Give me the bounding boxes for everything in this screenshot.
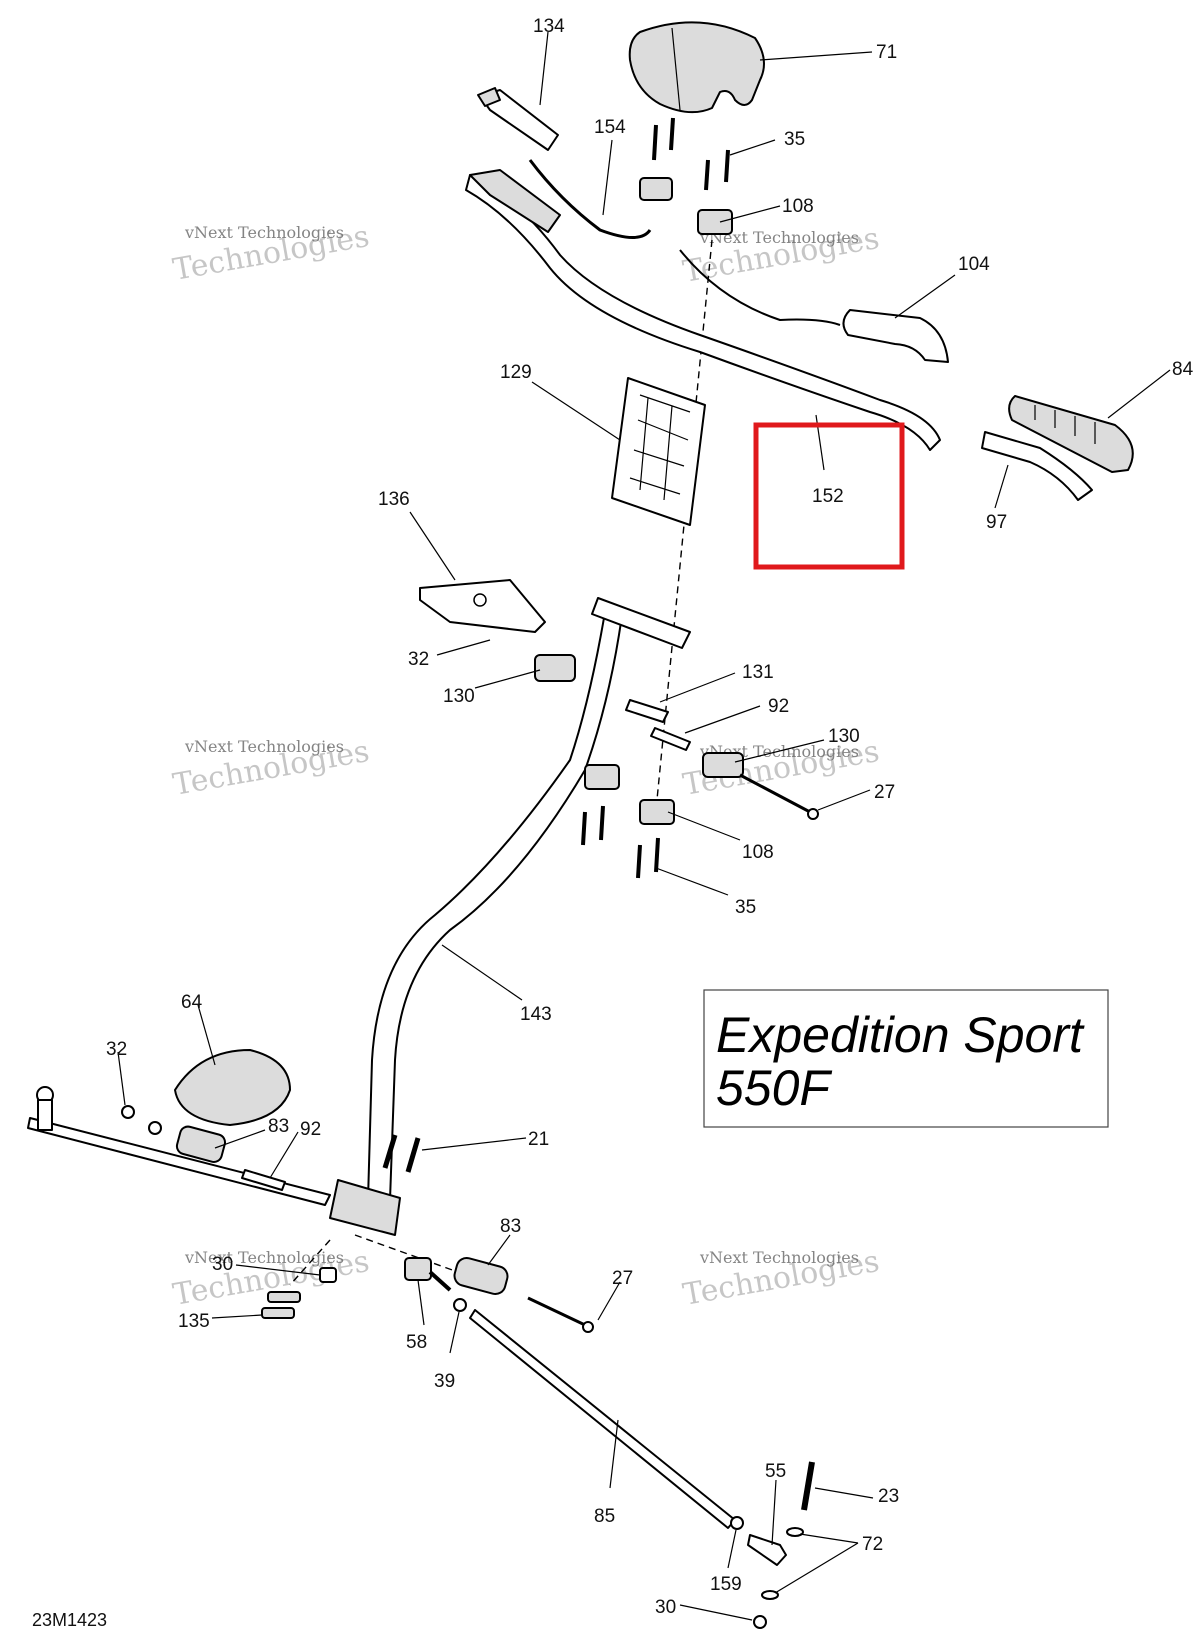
callout-97: 97: [986, 512, 1007, 533]
callout-135: 135: [178, 1311, 210, 1332]
diagram-id: 23M1423: [32, 1610, 107, 1630]
plate-136: [419, 579, 546, 633]
callout-35: 35: [735, 897, 756, 918]
callout-84: 84: [1172, 359, 1194, 380]
rod-92-lower: [241, 1169, 286, 1191]
callout-108: 108: [782, 196, 814, 217]
model-line-2: 550F: [716, 1060, 832, 1116]
callout-130: 130: [443, 686, 475, 707]
callout-131: 131: [742, 662, 774, 683]
watermark-text: vNext Technologies: [184, 737, 344, 756]
callout-129: 129: [500, 362, 532, 383]
bolts-21: [382, 1134, 421, 1173]
callout-35: 35: [784, 129, 805, 150]
highlight-box: [753, 422, 905, 570]
rod-92-upper: [650, 727, 691, 751]
leader-lines: [117, 31, 1171, 1621]
callout-108: 108: [742, 842, 774, 863]
grip-134: [477, 87, 559, 151]
callout-152: 152: [812, 486, 844, 507]
bushing-130-lower: [702, 752, 744, 778]
nut-39: [453, 1298, 467, 1312]
grip-84: [1008, 395, 1134, 473]
callout-64: 64: [181, 992, 203, 1013]
callout-32: 32: [106, 1039, 127, 1060]
callout-71: 71: [876, 42, 897, 63]
callout-143: 143: [520, 1004, 552, 1025]
watermark-group: Technologies vNext Technologies Technolo…: [170, 219, 882, 1313]
wire-154: [528, 159, 652, 239]
callout-159: 159: [710, 1574, 742, 1595]
callout-92: 92: [300, 1119, 321, 1140]
callout-85: 85: [594, 1506, 615, 1527]
watermark-text: vNext Technologies: [184, 1248, 344, 1267]
model-line-1: Expedition Sport: [716, 1007, 1085, 1063]
clamp-108-lower: [584, 764, 675, 825]
watermark-text: vNext Technologies: [184, 223, 344, 242]
callout-72: 72: [862, 1534, 883, 1555]
assembly-line: [289, 1239, 331, 1286]
callout-30: 30: [212, 1254, 233, 1275]
block-83-right: [453, 1256, 509, 1296]
callout-23: 23: [878, 1486, 899, 1507]
callout-labels: 134 71 154 35 108 104 84 129 152 97 136 …: [106, 16, 1194, 1618]
bolt-27-upper: [739, 773, 819, 820]
nut-30-lower: [753, 1615, 767, 1629]
bushing-130-upper: [534, 654, 576, 682]
bolts-35-lower: [581, 805, 660, 879]
callout-83: 83: [268, 1116, 289, 1137]
callout-27: 27: [612, 1268, 633, 1289]
clamp-108-upper: [639, 177, 733, 235]
model-label: Expedition Sport 550F: [703, 989, 1109, 1128]
grip-104: [842, 309, 949, 363]
washers-72: [761, 1527, 804, 1600]
bolt-23: [801, 1461, 815, 1511]
callout-83: 83: [500, 1216, 521, 1237]
steering-column-143: [329, 597, 691, 1236]
callout-136: 136: [378, 489, 410, 510]
riser-129: [611, 377, 706, 526]
handlebar-pad-71: [628, 21, 765, 114]
wire-harness: [679, 249, 841, 326]
tie-rod-left: [27, 1086, 331, 1206]
callout-32: 32: [408, 649, 429, 670]
tie-rod-85: [469, 1309, 736, 1529]
bolt-27-lower: [527, 1296, 594, 1333]
callout-92: 92: [768, 696, 789, 717]
callout-27: 27: [874, 782, 895, 803]
cover-64: [174, 1049, 291, 1126]
callout-21: 21: [528, 1129, 549, 1150]
nut-32-lower: [121, 1105, 162, 1135]
watermark-text: vNext Technologies: [699, 1248, 859, 1267]
callout-30: 30: [655, 1597, 676, 1618]
watermark-text: vNext Technologies: [699, 228, 859, 247]
rod-end-55: [747, 1534, 787, 1566]
callout-134: 134: [533, 16, 565, 37]
callout-104: 104: [958, 254, 990, 275]
bolts-35-upper: [652, 117, 730, 191]
nut-159: [730, 1516, 744, 1530]
callout-39: 39: [434, 1371, 455, 1392]
callout-58: 58: [406, 1332, 427, 1353]
ball-joint-58: [404, 1257, 452, 1292]
handlebar-152: [465, 169, 941, 451]
elbow-97: [981, 431, 1093, 501]
callout-130: 130: [828, 726, 860, 747]
callout-154: 154: [594, 117, 626, 138]
callout-55: 55: [765, 1461, 786, 1482]
bushings-135: [261, 1267, 337, 1319]
block-83-left: [175, 1125, 227, 1163]
rod-131: [625, 699, 669, 723]
